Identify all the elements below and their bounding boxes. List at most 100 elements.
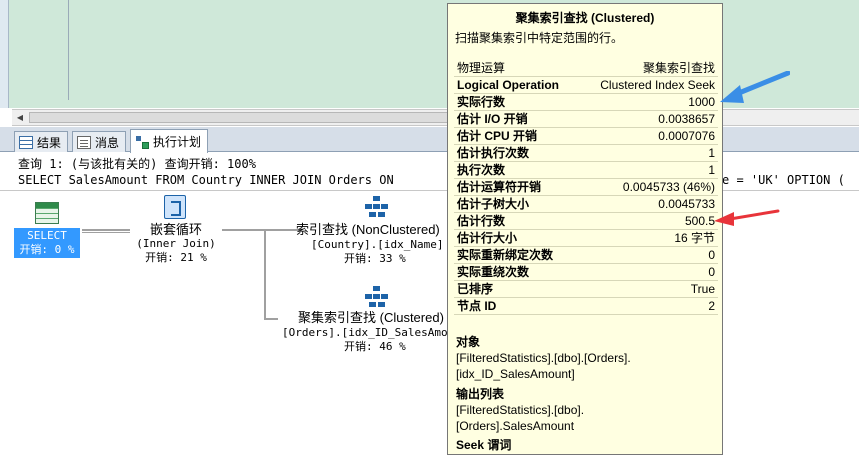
tooltip-property-row: 估计 I/O 开销 0.0038657: [454, 111, 718, 128]
execution-plan-pane[interactable]: 查询 1: (与该批有关的) 查询开销: 100% SELECT SalesAm…: [0, 153, 859, 455]
tab-results-label: 结果: [37, 135, 62, 150]
tab-execution-plan-label: 执行计划: [153, 135, 202, 149]
tooltip-property-key: 估计 CPU 开销: [457, 129, 538, 143]
tooltip-property-row: 估计执行次数 1: [454, 145, 718, 162]
object-line-1: [FilteredStatistics].[dbo].[Orders].: [456, 351, 631, 365]
scrollbar-thumb[interactable]: [29, 112, 449, 123]
tooltip-property-key: 实际重新绑定次数: [457, 248, 554, 262]
tooltip-property-key: 估计 I/O 开销: [457, 112, 528, 126]
object-line-2: [idx_ID_SalesAmount]: [456, 367, 575, 381]
nested-loops-cost: 开销: 21 %: [145, 251, 207, 264]
connector-nested-indexseek: [222, 229, 302, 231]
tooltip-property-value: 0.0045733 (46%): [622, 180, 715, 194]
tab-execution-plan[interactable]: 执行计划: [130, 129, 209, 153]
connector-nested-clustered-v: [264, 231, 266, 319]
tooltip-property-value: 聚集索引查找: [642, 61, 715, 75]
blue-annotation-arrow-icon: [720, 71, 790, 103]
query-sql-text: SELECT SalesAmount FROM Country INNER JO…: [18, 173, 394, 187]
nested-loops-name: 嵌套循环: [149, 222, 202, 237]
tooltip-object-section: 对象 [FilteredStatistics].[dbo].[Orders]. …: [456, 334, 631, 382]
tooltip-property-key: 执行次数: [457, 163, 506, 177]
clustered-seek-name: 聚集索引查找 (Clustered): [298, 311, 444, 325]
nested-loops-sub: (Inner Join): [136, 237, 216, 250]
index-seek-node[interactable]: 索引查找 (NonClustered) [Country].[idx_Name]…: [296, 223, 448, 266]
tab-messages[interactable]: 消息: [72, 131, 127, 152]
query-cost-header: 查询 1: (与该批有关的) 查询开销: 100%: [18, 157, 256, 171]
connector-select-nested: [82, 229, 130, 231]
tooltip-property-row: 物理运算 聚集索引查找: [454, 60, 718, 77]
select-node-name: SELECT: [27, 229, 67, 242]
grid-divider: [68, 0, 69, 100]
nested-loops-node[interactable]: 嵌套循环 (Inner Join) 开销: 21 %: [126, 223, 226, 265]
clustered-index-seek-icon[interactable]: [365, 286, 389, 308]
clustered-seek-cost: 开销: 46 %: [344, 340, 406, 353]
tooltip-property-value: 0: [708, 248, 715, 262]
tooltip-description: 扫描聚集索引中特定范围的行。: [455, 31, 624, 45]
index-seek-name: 索引查找 (NonClustered): [296, 222, 440, 237]
tooltip-property-value: True: [690, 282, 715, 296]
connector-nested-clustered-h: [264, 318, 278, 320]
seek-heading: Seek 谓词: [456, 438, 512, 452]
index-seek-object: [Country].[idx_Name]: [311, 238, 444, 251]
tooltip-title: 聚集索引查找 (Clustered): [515, 11, 655, 25]
tooltip-property-row: 已排序 True: [454, 281, 718, 298]
tab-results[interactable]: 结果: [14, 131, 69, 152]
tooltip-seek-section: Seek 谓词: [456, 437, 511, 453]
query-header-divider: [0, 190, 859, 191]
tooltip-property-value: 500.5: [684, 214, 715, 228]
object-heading: 对象: [456, 335, 481, 349]
tooltip-property-value: 0: [708, 265, 715, 279]
clustered-seek-object: [Orders].[idx_ID_SalesAmou: [282, 326, 448, 339]
tooltip-property-value: 0.0007076: [658, 129, 715, 143]
operator-tooltip: 聚集索引查找 (Clustered) 扫描聚集索引中特定范围的行。 物理运算 聚集…: [447, 3, 723, 455]
tooltip-property-key: 物理运算: [457, 61, 506, 75]
tooltip-property-value: 0.0038657: [658, 112, 715, 126]
tooltip-output-section: 输出列表 [FilteredStatistics].[dbo]. [Orders…: [456, 386, 584, 434]
tooltip-property-key: 估计执行次数: [457, 146, 530, 160]
clustered-index-seek-node[interactable]: 聚集索引查找 (Clustered) [Orders].[idx_ID_Sale…: [282, 311, 448, 354]
tooltip-property-row: 估计 CPU 开销 0.0007076: [454, 128, 718, 145]
tooltip-property-row: 估计运算符开销 0.0045733 (46%): [454, 179, 718, 196]
tooltip-property-key: 估计行大小: [457, 231, 518, 245]
message-icon: [77, 135, 91, 149]
index-seek-icon[interactable]: [365, 196, 389, 218]
editor-margin: [0, 0, 9, 108]
tooltip-property-row: 估计行数 500.5: [454, 213, 718, 230]
red-annotation-arrow-icon: [714, 209, 780, 226]
tooltip-property-value: Clustered Index Seek: [600, 78, 715, 92]
select-icon[interactable]: [35, 202, 59, 224]
tooltip-property-key: 估计行数: [457, 214, 506, 228]
index-seek-cost: 开销: 33 %: [344, 252, 406, 265]
select-node[interactable]: SELECT 开销: 0 %: [14, 228, 80, 258]
tooltip-property-value: 1000: [688, 95, 715, 109]
tooltip-property-key: 已排序: [457, 282, 494, 296]
execution-plan-icon: [135, 135, 149, 149]
grid-icon: [19, 135, 33, 149]
tab-messages-label: 消息: [95, 135, 120, 150]
tooltip-property-key: 估计子树大小: [457, 197, 530, 211]
tooltip-property-value: 0.0045733: [658, 197, 715, 211]
tooltip-property-value: 1: [708, 146, 715, 160]
tooltip-property-key: 实际重绕次数: [457, 265, 530, 279]
output-line-2: [Orders].SalesAmount: [456, 419, 575, 433]
tooltip-property-row: 实际重绕次数 0: [454, 264, 718, 281]
nested-loops-icon[interactable]: [164, 195, 186, 219]
output-line-1: [FilteredStatistics].[dbo].: [456, 403, 585, 417]
tooltip-property-value: 1: [708, 163, 715, 177]
tooltip-property-row: 实际行数 1000: [454, 94, 718, 111]
tooltip-property-value: 2: [708, 299, 715, 313]
tooltip-property-key: 估计运算符开销: [457, 180, 542, 194]
query-sql-text-tail: e = 'UK' OPTION (: [722, 173, 845, 187]
connector-select-nested-b: [82, 232, 130, 233]
scroll-left-icon[interactable]: ◀: [16, 113, 24, 122]
tooltip-property-key: 实际行数: [457, 95, 506, 109]
tooltip-property-value: 16 字节: [674, 231, 715, 245]
tooltip-property-row: 估计子树大小 0.0045733: [454, 196, 718, 213]
tooltip-property-row: 执行次数 1: [454, 162, 718, 179]
select-node-cost: 开销: 0 %: [19, 243, 75, 256]
result-tabstrip: 结果 消息 执行计划: [0, 127, 859, 153]
horizontal-scrollbar[interactable]: ◀: [12, 109, 859, 126]
